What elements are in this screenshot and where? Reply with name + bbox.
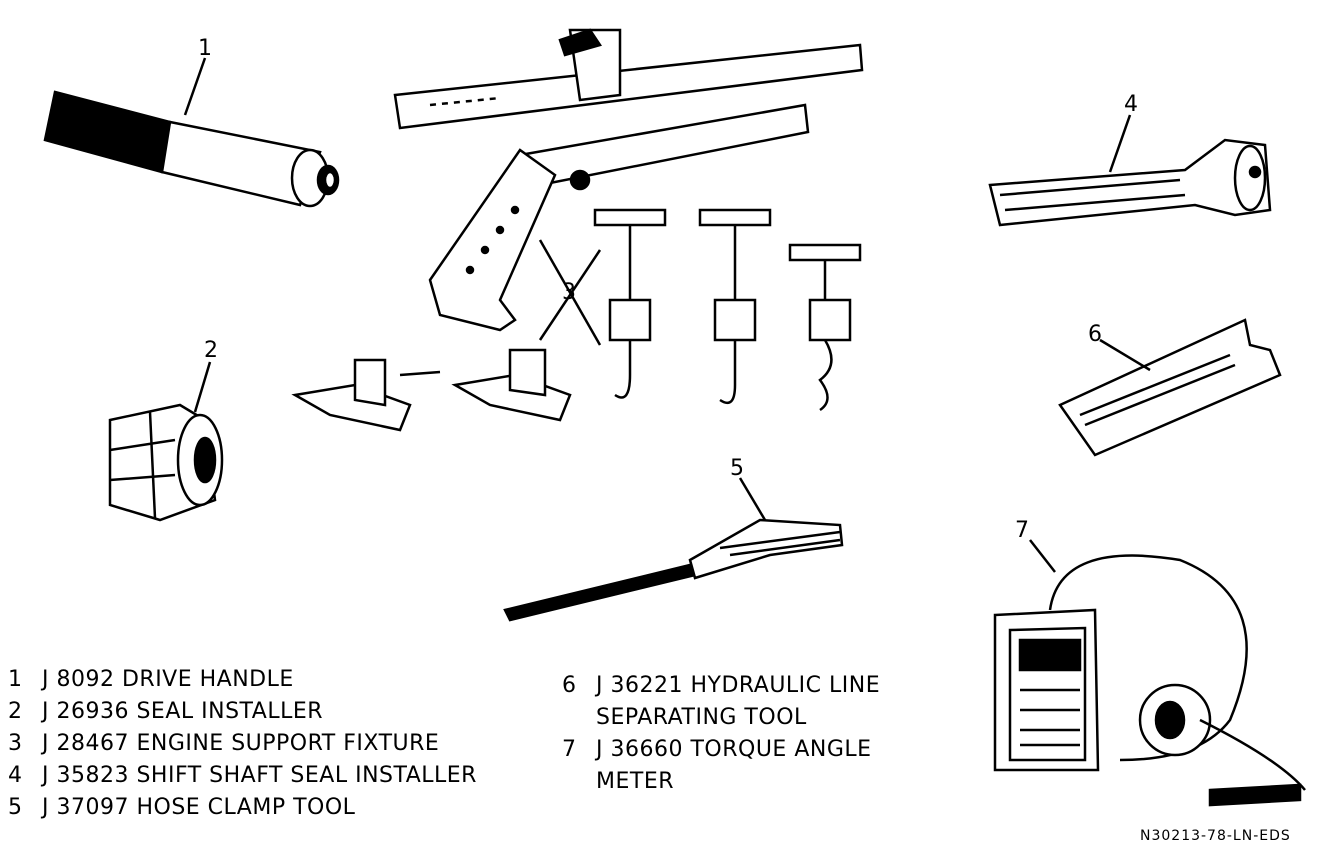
legend-item-4: 4 J 35823 SHIFT SHAFT SEAL INSTALLER [8,760,477,792]
legend-num: 2 [8,699,23,724]
legend-item-7: 7 J 36660 TORQUE ANGLE [562,734,880,766]
legend-text: J 36221 HYDRAULIC LINE [596,673,881,698]
legend-item-5: 5 J 37097 HOSE CLAMP TOOL [8,792,477,824]
legend-item-3: 3 J 28467 ENGINE SUPPORT FIXTURE [8,728,477,760]
legend-num: 6 [562,673,577,698]
callout-leader-1 [183,57,207,116]
callout-leader-6 [1099,338,1151,372]
callout-6: 6 [1088,322,1102,347]
callout-3: 3 [562,280,576,305]
callout-leader-5 [738,477,767,521]
torque-angle-meter-tool [993,554,1306,807]
callout-1: 1 [198,36,212,61]
callout-5: 5 [730,456,744,481]
legend-text: J 36660 TORQUE ANGLE [596,737,872,762]
legend-item-1: 1 J 8092 DRIVE HANDLE [8,664,477,696]
callout-7: 7 [1015,518,1029,543]
legend-left: 1 J 8092 DRIVE HANDLE 2 J 26936 SEAL INSTA… [8,664,477,824]
legend-num: 7 [562,737,577,762]
legend-text: J 26936 SEAL INSTALLER [42,699,324,724]
callout-leader-7 [1029,539,1056,573]
callout-leader-4 [1108,114,1132,173]
legend-num: 5 [8,795,23,820]
callout-2: 2 [204,338,218,363]
figure-id: N30213-78-LN-EDS [1140,828,1291,844]
seal-installer-tool [108,403,224,522]
legend-num: 3 [8,731,23,756]
callout-leader-2 [193,361,212,413]
hose-clamp-tool [503,518,844,622]
legend-item-2: 2 J 26936 SEAL INSTALLER [8,696,477,728]
legend-text-continued: METER [596,769,675,794]
drive-handle-tool [43,90,340,208]
engine-support-fixture [291,28,864,432]
callout-4: 4 [1124,92,1138,117]
legend-text: J 37097 HOSE CLAMP TOOL [42,795,356,820]
legend-num: 1 [8,667,23,692]
legend-text: J 35823 SHIFT SHAFT SEAL INSTALLER [42,763,477,788]
shift-shaft-seal-installer-tool [988,138,1272,227]
legend-text: J 8092 DRIVE HANDLE [42,667,294,692]
legend-text-continued: SEPARATING TOOL [596,705,807,730]
legend-text: J 28467 ENGINE SUPPORT FIXTURE [42,731,440,756]
hydraulic-line-separating-tool [1058,318,1282,457]
legend-num: 4 [8,763,23,788]
legend-item-6: 6 J 36221 HYDRAULIC LINE [562,670,880,702]
